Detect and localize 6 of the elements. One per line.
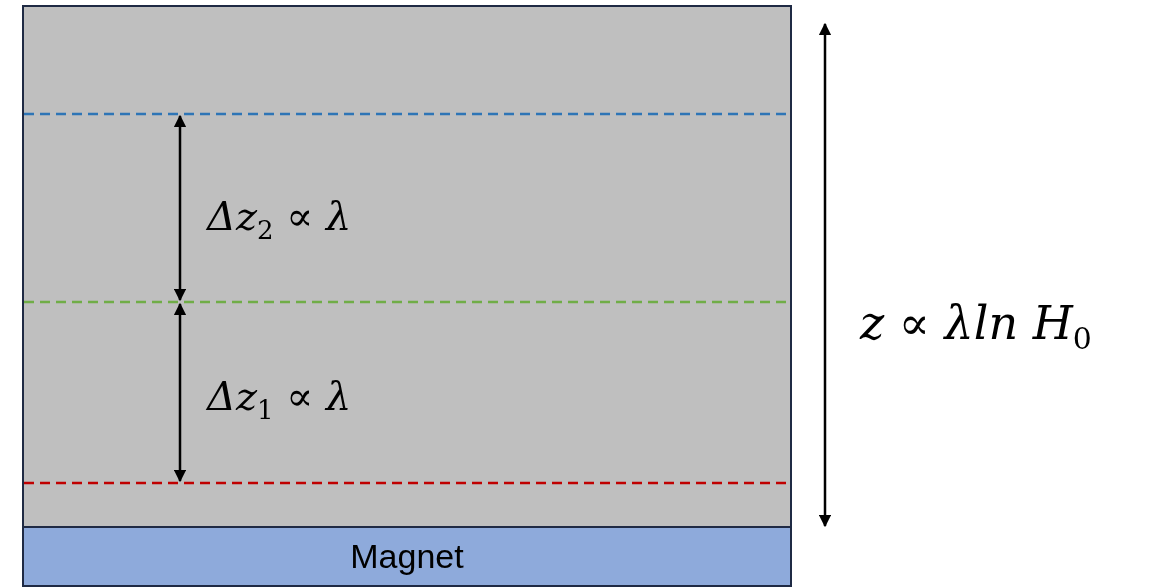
sample-region xyxy=(22,5,792,528)
formula-label: Δz$_{2}$ ∝ λ xyxy=(207,196,352,243)
magnet-bar xyxy=(22,526,792,587)
magnet-label: Magnet xyxy=(350,537,464,576)
formula-label: z ∝ λln H$_{0}$ xyxy=(860,300,1092,355)
formula-label: Δz$_{1}$ ∝ λ xyxy=(207,376,352,423)
